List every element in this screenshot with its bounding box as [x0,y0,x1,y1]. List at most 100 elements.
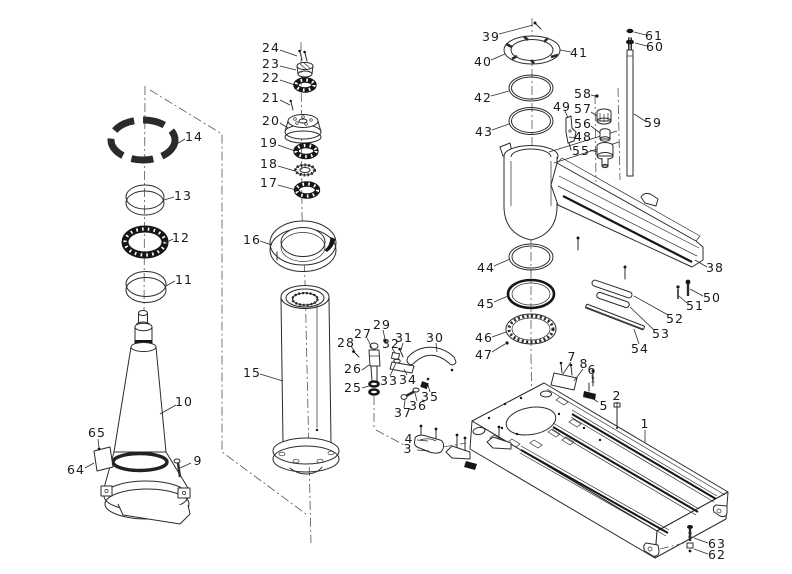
mount-bracket [486,425,512,450]
part-label-29: 29 [373,317,391,332]
part-label-17: 17 [260,175,278,190]
leader-65 [97,438,100,449]
part-label-41: 41 [570,45,588,60]
part-label-4: 4 [404,431,413,446]
part-64-name-plate [93,446,114,472]
part-label-31: 31 [395,330,413,345]
part-label-57: 57 [574,101,592,116]
part-label-26: 26 [344,361,362,376]
part-27-26-joint [368,342,381,383]
leader-18 [277,165,296,172]
part-44-oring [508,243,554,271]
part-label-48: 48 [574,129,592,144]
part-28-screw [352,350,360,358]
part-label-2: 2 [612,388,621,403]
head-assembly [499,18,704,413]
part-40-41-notched-ring [503,35,561,65]
part-31-pin [398,347,404,358]
part-label-8: 8 [579,356,588,371]
phantom-centerline [149,89,307,515]
leader-25 [361,385,370,389]
part-57-knurled-knob [596,108,612,125]
leader-57 [590,111,598,117]
leader-44 [493,258,511,267]
leader-54 [633,328,640,345]
depth-stop-parts [548,28,634,183]
leader-8 [573,368,584,382]
part-label-43: 43 [475,124,493,139]
part-label-59: 59 [644,115,662,130]
part-58-pin [595,94,599,98]
leader-10 [159,404,177,415]
centerline [594,94,597,183]
part-label-40: 40 [474,54,492,69]
part-label-12: 12 [172,230,190,245]
centerline [375,429,405,446]
leader-4 [416,439,429,442]
leader-5 [589,396,599,403]
part-label-55: 55 [572,143,590,158]
leader-49 [564,110,569,119]
part-59-depth-rod [626,37,634,177]
leader-50 [689,288,704,297]
part-label-65: 65 [88,425,106,440]
part-65-rivet [97,447,101,451]
part-label-30: 30 [426,330,444,345]
part-label-46: 46 [475,330,493,345]
leader-62 [693,548,709,555]
corner-foot [712,504,728,518]
part-label-61: 61 [645,28,663,43]
part-label-5: 5 [599,398,608,413]
leader-56 [590,125,601,134]
part-24-pins [298,49,308,62]
part-label-24: 24 [262,40,280,55]
part-label-15: 15 [243,365,261,380]
part-42-oring [508,74,554,102]
mount-bracket [445,433,477,470]
part-label-3: 3 [403,441,412,456]
part-label-16: 16 [243,232,261,247]
leader-17 [277,184,297,191]
part-17-bearing [293,181,321,199]
leader-46 [491,331,507,338]
part-4-3-clamp [413,424,445,454]
leader-40 [490,53,506,61]
t-slot [551,422,700,516]
leader-60 [634,42,648,47]
part-55-stop-knob [596,142,614,169]
part-50-bolt [685,279,691,296]
part-20-pulley-hub [284,114,322,144]
part-54-flat-bar [585,303,645,331]
part-label-53: 53 [652,326,670,341]
part-label-49: 49 [553,99,571,114]
part-label-37: 37 [394,405,412,420]
part-label-54: 54 [631,341,649,356]
part-30-handle [406,346,457,372]
quill-assembly [269,41,340,544]
part-56-bushing [599,128,611,142]
leader-64 [84,462,95,469]
part-label-21: 21 [262,90,280,105]
part-label-33: 33 [380,373,398,388]
part-label-63: 63 [708,536,726,551]
part-label-47: 47 [475,347,493,362]
part-5-gib [583,382,596,400]
part-label-22: 22 [262,70,280,85]
part-label-13: 13 [174,188,192,203]
leader-7 [562,361,572,375]
leader-53 [629,306,655,331]
part-label-56: 56 [574,116,592,131]
part-21-pin [289,99,294,111]
leader-19 [277,144,296,152]
part-10-spindle-column [100,310,191,525]
linkage-parts [352,339,457,446]
part-label-28: 28 [337,335,355,350]
leader-28 [350,345,356,353]
leader-14 [169,138,186,149]
centerline [659,542,685,550]
leader-13 [163,196,175,201]
leader-36 [414,392,418,402]
leader-lines [84,24,709,555]
leader-34 [403,368,408,376]
